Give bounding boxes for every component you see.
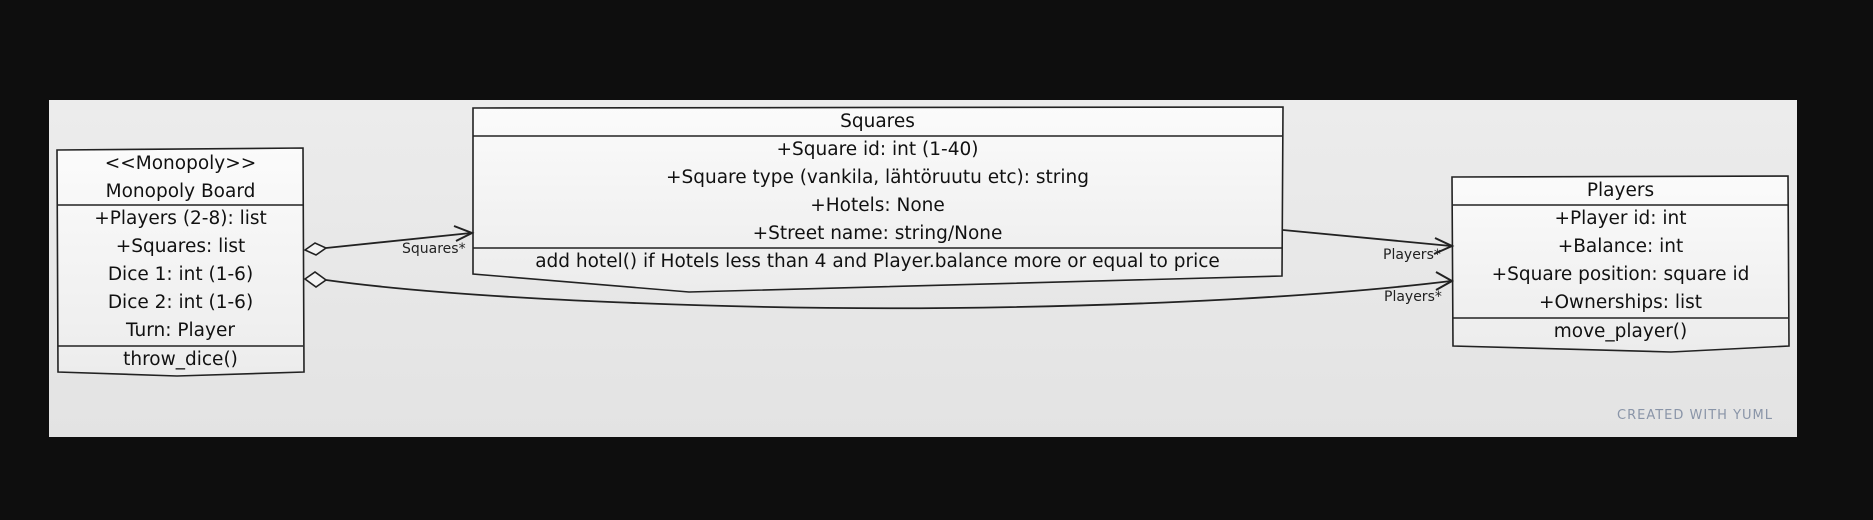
diagram-canvas: <<Monopoly>> Monopoly Board +Players (2-… — [49, 100, 1797, 437]
monopoly-attr-dice2: Dice 2: int (1-6) — [107, 292, 254, 313]
squares-players-connector — [1282, 229, 1452, 247]
monopoly-attr-dice1: Dice 1: int (1-6) — [107, 264, 254, 285]
players-attr-ownerships: +Ownerships: list — [1538, 292, 1703, 313]
board-squares-arrowhead — [453, 225, 475, 242]
monopoly-attr-squares: +Squares: list — [115, 236, 246, 257]
players-attr-square-position: +Square position: square id — [1491, 264, 1750, 285]
class-squares: Squares +Square id: int (1-40) +Square t… — [473, 108, 1282, 276]
monopoly-class-name: Monopoly Board — [105, 181, 256, 202]
squares-methods: add hotel() if Hotels less than 4 and Pl… — [473, 248, 1282, 276]
squares-box-outline — [472, 106, 1284, 293]
players-attributes: +Player id: int +Balance: int +Square po… — [1453, 205, 1788, 318]
players-attr-id: +Player id: int — [1554, 208, 1687, 229]
monopoly-attr-turn: Turn: Player — [126, 320, 235, 341]
board-players-multiplicity: Players* — [1384, 289, 1442, 305]
yuml-watermark: CREATED WITH YUML — [1617, 408, 1773, 423]
squares-players-arrowhead — [1433, 237, 1455, 255]
squares-attr-street-name: +Street name: string/None — [752, 223, 1003, 244]
squares-method-add-hotel: add hotel() if Hotels less than 4 and Pl… — [535, 251, 1220, 272]
monopoly-attributes: +Players (2-8): list +Squares: list Dice… — [58, 205, 303, 346]
players-class-name: Players — [1586, 180, 1655, 201]
board-players-connector — [325, 279, 1452, 310]
board-players-arrowhead — [1435, 271, 1455, 291]
monopoly-stereotype: <<Monopoly>> — [104, 153, 257, 174]
players-attr-balance: +Balance: int — [1557, 236, 1684, 257]
monopoly-attr-players: +Players (2-8): list — [94, 208, 267, 229]
squares-attr-hotels: +Hotels: None — [810, 195, 945, 216]
players-methods: move_player() — [1453, 318, 1788, 346]
board-squares-multiplicity: Squares* — [402, 241, 466, 257]
players-box-outline — [1451, 175, 1790, 353]
squares-attributes: +Square id: int (1-40) +Square type (van… — [473, 136, 1282, 248]
board-players-aggregation-diamond — [303, 271, 328, 288]
players-method-move-player: move_player() — [1553, 321, 1688, 342]
squares-attr-id: +Square id: int (1-40) — [776, 139, 979, 160]
class-monopoly-board: <<Monopoly>> Monopoly Board +Players (2-… — [58, 150, 303, 374]
monopoly-methods: throw_dice() — [58, 346, 303, 374]
class-players: Players +Player id: int +Balance: int +S… — [1453, 177, 1788, 346]
players-header: Players — [1453, 177, 1788, 205]
board-squares-aggregation-diamond — [303, 242, 328, 256]
squares-class-name: Squares — [840, 111, 915, 132]
squares-attr-type: +Square type (vankila, lähtöruutu etc): … — [666, 167, 1089, 188]
board-squares-connector — [325, 232, 472, 249]
squares-players-multiplicity: Players* — [1383, 247, 1441, 263]
squares-header: Squares — [473, 108, 1282, 136]
monopoly-method-throw-dice: throw_dice() — [123, 349, 238, 370]
monopoly-header: <<Monopoly>> Monopoly Board — [58, 150, 303, 205]
diagram-connectors — [56, 106, 1790, 377]
